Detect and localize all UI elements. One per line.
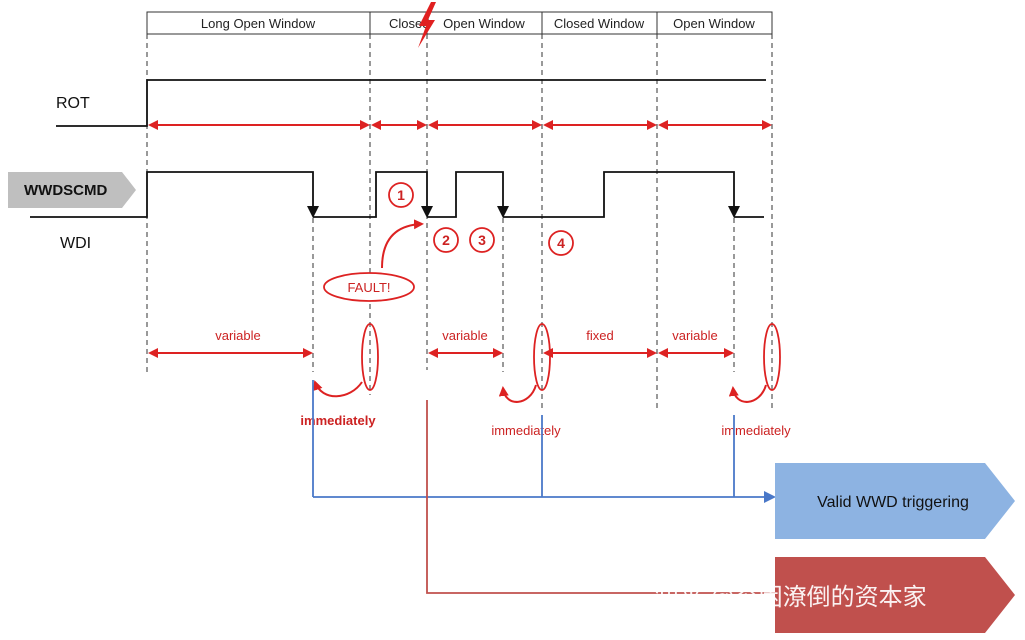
duration-label-3: fixed [586, 328, 613, 343]
valid-trigger-lines [312, 380, 776, 503]
svg-text:2: 2 [442, 232, 450, 248]
immediately-label-3: immediately [721, 423, 791, 438]
fault-label: FAULT! [347, 280, 390, 295]
duration-label-1: variable [215, 328, 261, 343]
wdi-label: WDI [60, 235, 91, 252]
svg-text:3: 3 [478, 232, 486, 248]
wwdscmd-label: WWDSCMD [24, 182, 107, 199]
window-label-closed-1: Closed [389, 16, 429, 31]
duration-label-4: variable [672, 328, 718, 343]
wdi-waveform [30, 171, 764, 218]
marker-2: 2 [433, 227, 459, 253]
window-label-open-1: Open Window [443, 16, 525, 31]
window-label-open-2: Open Window [673, 16, 755, 31]
marker-3: 3 [469, 227, 495, 253]
fault-trigger-line [426, 400, 776, 594]
rot-label: ROT [56, 95, 90, 112]
fault-output-box [775, 557, 1015, 633]
window-label-closed-2: Closed Window [554, 16, 645, 31]
boundary-highlights [361, 323, 781, 391]
svg-text:4: 4 [557, 235, 565, 251]
marker-1: 1 [388, 182, 414, 208]
window-label-long-open: Long Open Window [201, 16, 316, 31]
marker-4: 4 [548, 230, 574, 256]
duration-label-2: variable [442, 328, 488, 343]
fault-callout: FAULT! [323, 219, 424, 302]
svg-text:1: 1 [397, 187, 405, 203]
watermark: 知乎 @穷困潦倒的资本家 [655, 583, 927, 611]
window-header: Long Open Window Closed Open Window Clos… [146, 11, 773, 35]
rot-waveform [56, 79, 766, 127]
lightning-icon [418, 2, 436, 48]
immediately-label-2: immediately [491, 423, 561, 438]
valid-wwd-label: Valid WWD triggering [817, 494, 969, 511]
immediately-label-1: immediately [300, 413, 376, 428]
immediately-arrows [312, 380, 767, 403]
wdi-edge-arrows [307, 206, 740, 218]
wwdscmd-arrow-shape [8, 172, 136, 208]
valid-wwd-box: Valid WWD triggering [775, 463, 1015, 539]
